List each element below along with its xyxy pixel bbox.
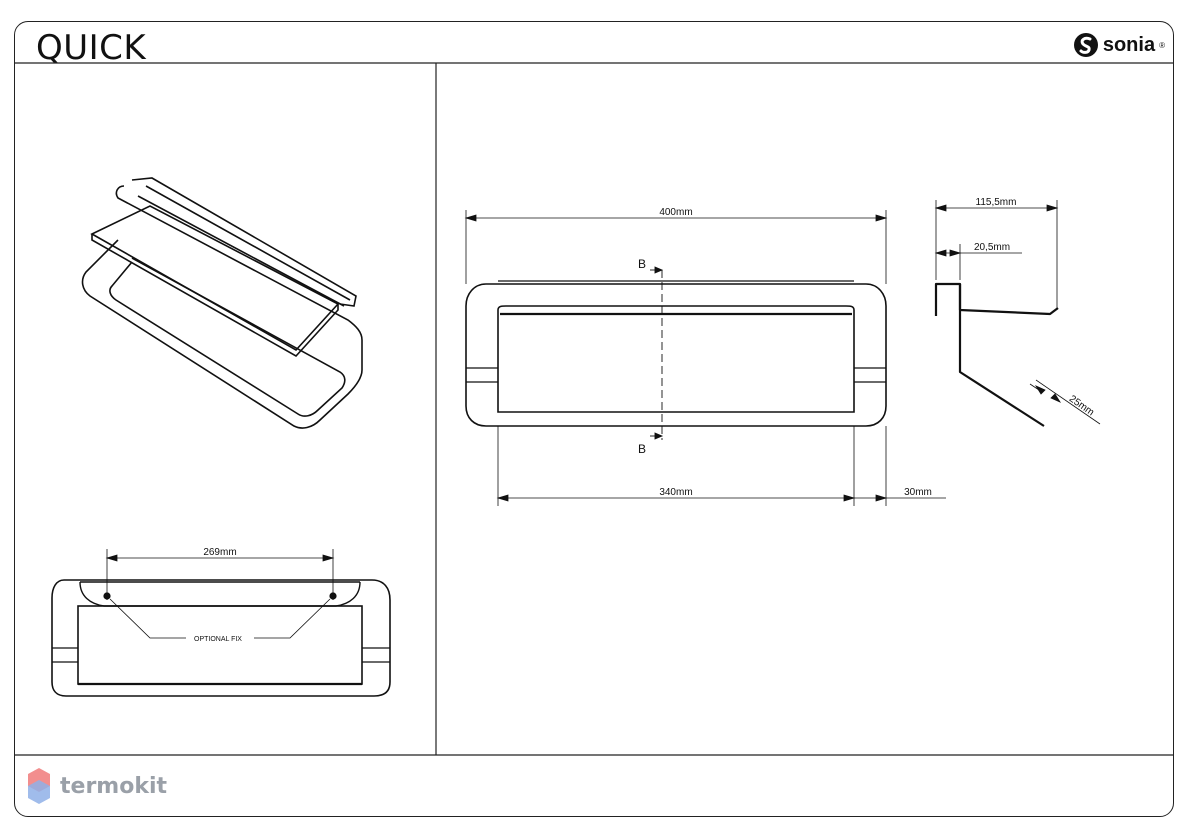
dimension-20-5: 20,5mm — [974, 242, 1010, 253]
dimension-340: 340mm — [659, 487, 692, 498]
plan-view — [51, 579, 391, 697]
termokit-hex-icon — [28, 768, 50, 804]
dimension-line-25 — [1029, 379, 1101, 425]
isometric-view — [81, 177, 363, 429]
section-label-top: B — [638, 257, 646, 271]
brand-registered-mark: ® — [1159, 40, 1165, 50]
watermark: termokit — [26, 766, 167, 806]
dimension-269: 269mm — [203, 547, 236, 558]
plan-view-dimension-269 — [105, 549, 335, 600]
dimension-line-115-5 — [934, 200, 1059, 310]
dimension-line-340 — [496, 426, 946, 506]
product-title: QUICK — [36, 28, 147, 68]
section-profile — [934, 282, 1059, 427]
dimension-115-5: 115,5mm — [976, 197, 1017, 208]
optional-fix-label: OPTIONAL FIX — [194, 636, 242, 643]
dimension-400: 400mm — [659, 207, 692, 218]
section-marker-top — [650, 266, 664, 274]
front-elevation — [465, 270, 887, 440]
optional-fix-callout — [103, 592, 337, 639]
watermark-text: termokit — [60, 773, 168, 799]
brand-name: sonia — [1102, 33, 1156, 56]
sonia-swirl-icon — [1073, 33, 1098, 57]
drawing-sheet-frame — [14, 21, 1174, 817]
dimension-25: 25mm — [1067, 393, 1096, 418]
brand-logo: sonia® — [1073, 30, 1165, 60]
section-marker-bottom — [650, 432, 664, 440]
dimension-line-400 — [464, 210, 888, 284]
dimension-30: 30mm — [904, 487, 932, 498]
dimension-line-20-5 — [934, 244, 1022, 280]
section-label-bottom: B — [638, 442, 646, 456]
